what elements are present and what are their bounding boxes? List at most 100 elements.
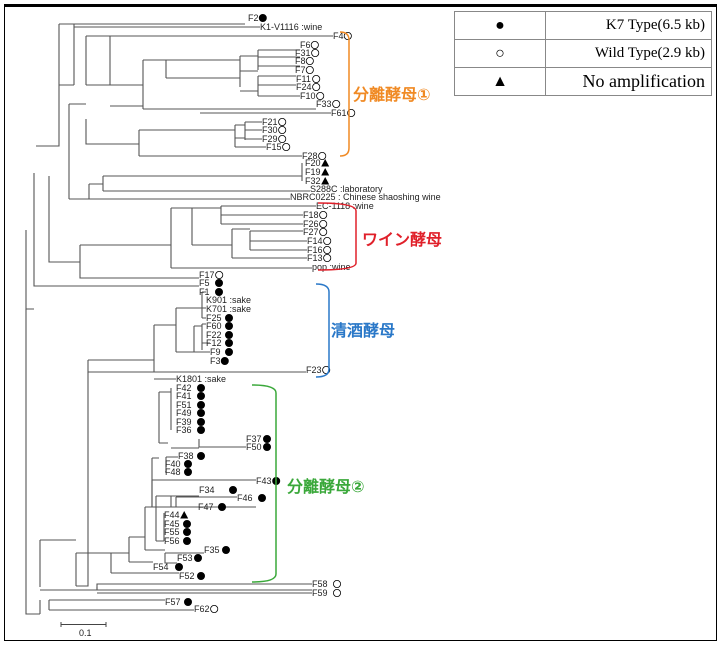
- legend-label: Wild Type(2.9 kb): [545, 39, 712, 68]
- tree-branch: [96, 583, 312, 594]
- leaf-label: F10: [300, 91, 316, 101]
- leaf-label: F24: [296, 82, 312, 92]
- leaf-label: F37: [246, 434, 262, 444]
- tree-branch: [175, 307, 206, 353]
- filled-circle-marker: [183, 467, 192, 476]
- leaf-label: F53: [177, 553, 193, 563]
- legend-label: No amplification: [545, 67, 712, 96]
- tree-branch: [68, 103, 89, 200]
- tree-branch: [88, 183, 290, 200]
- tree-branch: [36, 24, 60, 147]
- leaf-label: F56: [164, 536, 180, 546]
- filled-circle-marker: [174, 563, 183, 572]
- tree-branch: [153, 324, 176, 380]
- open-circle-marker: [332, 580, 341, 589]
- tree-branch: [257, 49, 300, 70]
- leaf-label: F2: [248, 13, 259, 23]
- open-circle-marker: [312, 75, 321, 84]
- filled-circle-marker: [258, 13, 267, 22]
- leaf-label: F34: [199, 485, 215, 495]
- leaf-label: F25: [206, 313, 222, 323]
- filled-circle-marker: [224, 321, 233, 330]
- open-circle-marker: [278, 118, 287, 127]
- leaf-label: F29: [262, 134, 278, 144]
- leaf-label: F26: [303, 219, 319, 229]
- tree-branch: [144, 506, 165, 551]
- open-circle-marker: [319, 227, 328, 236]
- figure-frame: [4, 4, 717, 641]
- leaf-label: F55: [164, 527, 180, 537]
- open-circle-marker: [323, 236, 332, 245]
- leaf-label: F51: [176, 400, 192, 410]
- leaf-label: F59: [312, 588, 328, 598]
- leaf-label: F15: [266, 142, 282, 152]
- legend-row-wild: ○ Wild Type(2.9 kb): [454, 39, 712, 68]
- tree-branch: [102, 163, 310, 192]
- tree-branch: [170, 495, 199, 508]
- leaf-label: F5: [199, 278, 210, 288]
- tree-branch: [257, 75, 300, 97]
- tree-branch: [40, 587, 312, 591]
- leaf-label: F45: [164, 519, 180, 529]
- open-circle-marker: [215, 270, 224, 279]
- clade-label: 分離酵母①: [353, 85, 431, 104]
- leaf-label: F57: [165, 597, 181, 607]
- filled-circle-marker: [183, 459, 192, 468]
- filled-circle-marker: [183, 598, 192, 607]
- tree-branch: [138, 129, 302, 157]
- leaf-label: F31: [295, 48, 311, 58]
- filled-circle-marker: [221, 546, 230, 555]
- leaf-label: F39: [176, 417, 192, 427]
- clade-bracket: [339, 31, 350, 157]
- tree-branch: [193, 325, 210, 353]
- clade-label: 分離酵母②: [287, 477, 365, 496]
- tree-branch: [85, 119, 139, 145]
- tree-branch: [244, 121, 262, 140]
- tree-branch: [74, 23, 260, 28]
- leaf-label: F17: [199, 270, 215, 280]
- open-circle-marker: [316, 92, 325, 101]
- leaf-label: F36: [176, 425, 192, 435]
- filled-circle-marker: [262, 434, 271, 443]
- open-circle-marker: [318, 151, 327, 160]
- tree-branch: [220, 205, 316, 225]
- open-circle-marker: [332, 100, 341, 109]
- scale-bar-label: 0.1: [79, 628, 92, 638]
- filled-circle-marker: [262, 442, 271, 451]
- leaf-label: S288C :laboratory: [310, 184, 383, 194]
- leaf-label: F1: [199, 287, 210, 297]
- filled-circle-marker: [196, 572, 205, 581]
- legend: ● K7 Type(6.5 kb) ○ Wild Type(2.9 kb) ▲ …: [454, 11, 712, 96]
- clade-bracket: [251, 384, 277, 583]
- leaf-label: pop :wine: [312, 262, 351, 272]
- tree-branch: [110, 35, 333, 86]
- filled-circle-marker: [196, 391, 205, 400]
- filled-circle-marker: [196, 383, 205, 392]
- tree-branch: [25, 230, 34, 310]
- leaf-label: F46: [237, 493, 253, 503]
- leaf-label: F43: [256, 476, 272, 486]
- leaf-label: F62: [194, 604, 210, 614]
- open-circle-marker: [323, 245, 332, 254]
- leaf-label: F14: [307, 236, 323, 246]
- open-circle-marker: [305, 57, 314, 66]
- filled-circle-marker: [257, 493, 266, 502]
- leaf-label: F40: [165, 459, 181, 469]
- open-circle-icon: ○: [454, 39, 546, 68]
- leaf-label: EC-1118 :wine: [316, 201, 374, 211]
- leaf-label: F50: [246, 442, 262, 452]
- tree-branches: [25, 23, 333, 615]
- filled-circle-icon: ●: [454, 11, 546, 40]
- tree-branch: [33, 173, 199, 287]
- clade-bracket: [315, 283, 330, 378]
- filled-triangle-icon: ▲: [454, 67, 546, 96]
- leaf-label: F27: [303, 227, 319, 237]
- open-circle-marker: [282, 142, 291, 151]
- tree-branch: [239, 55, 258, 92]
- leaf-label: F48: [165, 467, 181, 477]
- clade-label: ワイン酵母: [362, 230, 442, 249]
- leaf-label: F6: [300, 40, 311, 50]
- tree-branch: [195, 108, 331, 114]
